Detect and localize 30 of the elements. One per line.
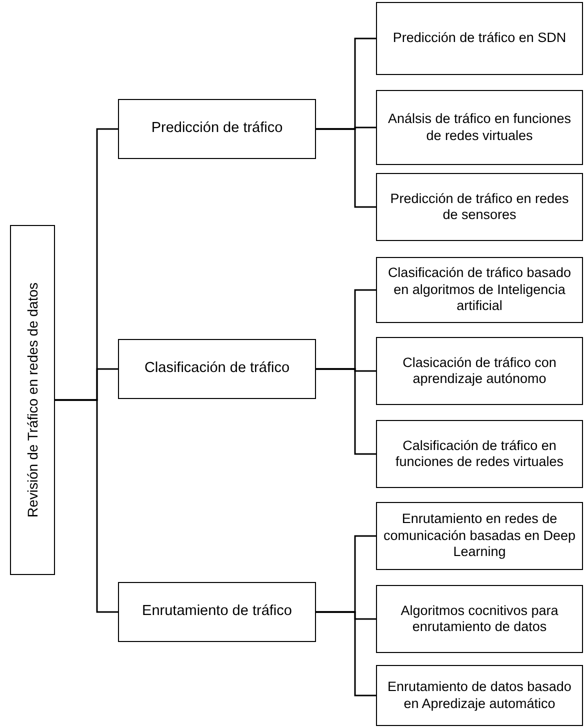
connector-line bbox=[316, 368, 376, 455]
connector-line bbox=[316, 128, 376, 208]
topic-label: Enrutamiento de tráfico bbox=[141, 603, 293, 621]
topic-label: Predicción de tráfico en SDN bbox=[392, 30, 568, 47]
topic-box bbox=[118, 339, 316, 399]
topic-label: Predicción de tráfico bbox=[150, 120, 284, 138]
topic-label: Enrutamiento en redes de comunicación basadas en Deep Learning bbox=[382, 511, 577, 561]
topic-box bbox=[376, 502, 583, 570]
topic-label: Análsis de tráfico en funciones de redes virtuales bbox=[386, 111, 572, 144]
topic-box bbox=[376, 420, 583, 488]
topic-box bbox=[376, 2, 583, 75]
connector-line bbox=[316, 611, 376, 696]
topic-box bbox=[10, 225, 55, 575]
topic-box bbox=[376, 665, 583, 726]
topic-label: Clasificación de tráfico bbox=[143, 360, 291, 378]
topic-box bbox=[376, 173, 583, 241]
topic-box bbox=[376, 90, 583, 165]
topic-label: Algoritmos cocnitivos para enrutamiento de datos bbox=[400, 602, 560, 636]
topic-box bbox=[376, 337, 583, 405]
topic-box bbox=[376, 257, 583, 323]
connector-line bbox=[55, 399, 118, 613]
topic-box bbox=[376, 585, 583, 653]
topic-label: Clasificación de tráfico basado en algoritmos de Inteligencia artificial bbox=[386, 265, 572, 315]
topic-box bbox=[118, 99, 316, 159]
topic-label: Clasicación de tráfico con aprendizaje autónomo bbox=[402, 354, 558, 388]
topic-label: Predicción de tráfico en redes de sensores bbox=[389, 190, 570, 224]
topic-label: Enrutamiento de datos basado en Apredizaje automático bbox=[386, 679, 572, 712]
topic-label: Revisión de Tráfico en redes de datos bbox=[24, 282, 40, 518]
topic-box bbox=[118, 582, 316, 642]
topic-label: Calsificación de tráfico en funciones de redes virtuales bbox=[394, 438, 565, 470]
